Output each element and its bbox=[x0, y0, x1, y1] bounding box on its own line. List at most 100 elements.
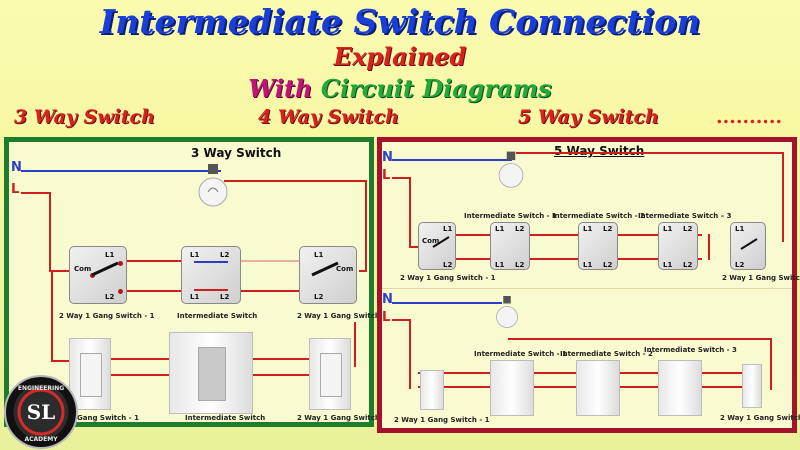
int3-label: Intermediate Switch – 3 bbox=[638, 212, 732, 220]
com-label: Com bbox=[74, 265, 92, 273]
plate-gang-2 bbox=[742, 364, 762, 408]
l1-label: L1 bbox=[735, 225, 745, 233]
l1-label: L1 bbox=[663, 225, 673, 233]
phase-wire bbox=[21, 192, 49, 194]
bottom-phase bbox=[51, 272, 53, 360]
switched-wire bbox=[359, 270, 367, 272]
switch-lever-icon bbox=[740, 238, 758, 250]
bottom-out bbox=[354, 322, 356, 367]
neutral-label-2: N bbox=[382, 292, 393, 307]
l2-label-b: L2 bbox=[220, 293, 230, 301]
switch-lever-icon bbox=[432, 236, 450, 248]
line-label-2: L bbox=[382, 310, 391, 325]
phase-wire-com bbox=[49, 270, 74, 272]
five-way-gang-switch-2: L1 L2 bbox=[730, 222, 766, 270]
l1-label-b: L1 bbox=[583, 261, 593, 269]
five-way-gang-switch-1: Com L1 L2 bbox=[418, 222, 456, 270]
l1-label: L1 bbox=[105, 251, 115, 259]
category-4-way: 4 Way Switch bbox=[258, 106, 399, 128]
engineering-academy-logo: SL ENGINEERING ACADEMY bbox=[4, 375, 78, 449]
traveler-l1 bbox=[125, 260, 185, 262]
two-way-switch-2: L1 Com L2 bbox=[299, 246, 357, 304]
l1-label-b: L1 bbox=[190, 293, 200, 301]
l2-label: L2 bbox=[220, 251, 230, 259]
right-gang-label: 2 Way 1 Gang Switch - 2 bbox=[722, 274, 800, 282]
svg-text:ENGINEERING: ENGINEERING bbox=[18, 385, 64, 392]
line-label: L bbox=[382, 168, 391, 183]
l2-label: L2 bbox=[735, 261, 745, 269]
subtitle-circuit-diagrams: Circuit Diagrams bbox=[320, 74, 552, 103]
switch1-label: 2 Way 1 Gang Switch - 1 bbox=[59, 312, 155, 320]
l2-label: L2 bbox=[314, 293, 324, 301]
switched-wire-bulb bbox=[224, 180, 367, 182]
main-title: Intermediate Switch Connection bbox=[99, 2, 701, 41]
l1-label: L1 bbox=[443, 225, 453, 233]
l2-label: L2 bbox=[515, 225, 525, 233]
intermediate-switch-3: L1 L2 L1 L2 bbox=[658, 222, 698, 270]
intermediate-label: Intermediate Switch bbox=[177, 312, 258, 320]
int1-label-2: Intermediate Switch - 1 bbox=[474, 350, 567, 358]
bottom-plate-2 bbox=[309, 338, 351, 410]
bottom-trav4 bbox=[249, 374, 311, 376]
bottom-trav1 bbox=[109, 358, 174, 360]
subtitle-with: With bbox=[248, 74, 313, 103]
intermediate-switch: L1 L2 L1 L2 bbox=[181, 246, 241, 304]
category-5-way: 5 Way Switch bbox=[518, 106, 659, 128]
l1-label-b: L1 bbox=[495, 261, 505, 269]
l1-label: L1 bbox=[190, 251, 200, 259]
bulb-icon-2 bbox=[496, 296, 518, 328]
l2-label-b: L2 bbox=[683, 261, 693, 269]
two-way-switch-1: Com L1 L2 bbox=[69, 246, 127, 304]
plate-int-2 bbox=[576, 360, 620, 416]
right-gang-label-2: 2 Way 1 Gang Switch - 2 bbox=[720, 414, 800, 422]
l2-label: L2 bbox=[603, 225, 613, 233]
com-label: Com bbox=[336, 265, 354, 273]
neutral-label: N bbox=[382, 150, 393, 165]
bottom-trav2 bbox=[109, 374, 174, 376]
bottom-trav3 bbox=[249, 358, 311, 360]
traveler-l2 bbox=[125, 290, 185, 292]
category-more: .......... bbox=[716, 106, 783, 128]
bulb-icon bbox=[498, 151, 524, 188]
intermediate-switch-2: L1 L2 L1 L2 bbox=[578, 222, 618, 270]
int2-label-2: Intermediate Switch - 2 bbox=[560, 350, 653, 358]
traveler-l2b bbox=[239, 290, 301, 292]
l2-label-b: L2 bbox=[515, 261, 525, 269]
traveler-l1b bbox=[239, 260, 301, 262]
panel-title: 5 Way Switch bbox=[554, 144, 645, 158]
five-way-panel: 5 Way Switch N L Com L1 L2 2 Way 1 Gang … bbox=[377, 137, 800, 433]
phase-wire-drop bbox=[49, 192, 51, 272]
switch-lever-icon bbox=[91, 261, 119, 277]
int2-label: Intermediate Switch - 2 bbox=[552, 212, 645, 220]
l2-label: L2 bbox=[443, 261, 453, 269]
plate-int-1 bbox=[490, 360, 534, 416]
l2-label-b: L2 bbox=[603, 261, 613, 269]
l2-label: L2 bbox=[683, 225, 693, 233]
bottom-plate-intermediate bbox=[169, 332, 253, 414]
l1-label-b: L1 bbox=[663, 261, 673, 269]
svg-text:ACADEMY: ACADEMY bbox=[24, 436, 58, 443]
bottom-plate-1 bbox=[69, 338, 111, 410]
subtitle-explained: Explained bbox=[333, 42, 467, 71]
plate-gang-1 bbox=[420, 370, 444, 410]
plate-int-3 bbox=[658, 360, 702, 416]
bulb-icon bbox=[198, 164, 228, 207]
int1-label: Intermediate Switch - 1 bbox=[464, 212, 557, 220]
left-gang-label: 2 Way 1 Gang Switch - 1 bbox=[400, 274, 496, 282]
category-3-way: 3 Way Switch bbox=[14, 106, 155, 128]
l2-label: L2 bbox=[105, 293, 115, 301]
switched-wire-up bbox=[365, 180, 367, 272]
bottom-phase-h bbox=[51, 360, 73, 362]
subtitle-circuit: With Circuit Diagrams bbox=[0, 74, 800, 103]
bottom-intermediate-label: Intermediate Switch bbox=[185, 414, 266, 422]
line-label: L bbox=[11, 182, 20, 197]
neutral-label: N bbox=[11, 160, 22, 175]
bottom-gang-label: Gang Switch - 1 bbox=[77, 414, 139, 422]
l1-label: L1 bbox=[495, 225, 505, 233]
int3-label-2: Intermediate Switch - 3 bbox=[644, 346, 737, 354]
svg-text:SL: SL bbox=[27, 400, 56, 424]
switch2-label: 2 Way 1 Gang Switch - 2 bbox=[297, 312, 393, 320]
intermediate-switch-1: L1 L2 L1 L2 bbox=[490, 222, 530, 270]
logo-icon: SL ENGINEERING ACADEMY bbox=[17, 385, 65, 443]
neutral-wire bbox=[21, 170, 221, 172]
